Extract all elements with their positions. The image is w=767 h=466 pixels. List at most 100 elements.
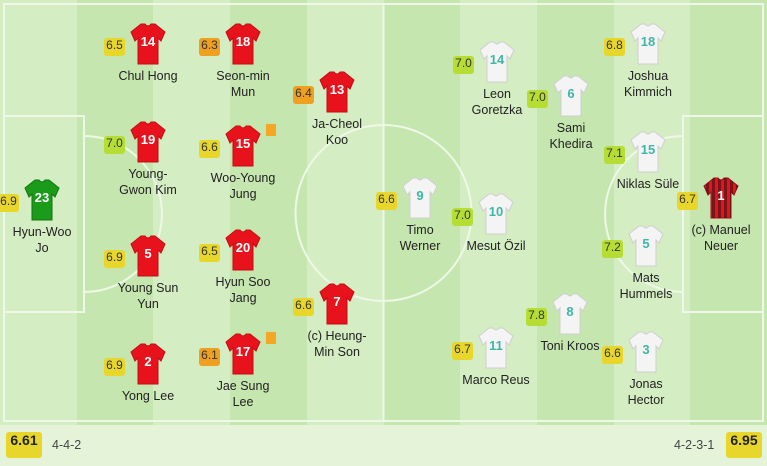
away-formation: 4-2-3-1	[674, 438, 715, 452]
jersey-number: 5	[642, 236, 650, 251]
player-name: Seon-min Mun	[216, 69, 270, 99]
pitch-line	[3, 115, 85, 313]
yellow-card-icon	[266, 124, 276, 136]
player-rating-badge: 7.8	[526, 308, 547, 326]
player-rating-badge: 7.2	[602, 240, 623, 258]
player-rating-badge: 6.5	[104, 38, 125, 56]
jersey-number: 14	[140, 34, 156, 49]
player-rating-badge: 6.6	[602, 346, 623, 364]
home-formation: 4-4-2	[52, 438, 82, 452]
player-name: Chul Hong	[118, 69, 178, 83]
player-name: Hyun-Woo Jo	[12, 225, 72, 255]
player-rating-badge: 6.1	[199, 348, 220, 366]
player-name: Sami Khedira	[549, 121, 593, 151]
jersey-number: 15	[640, 142, 656, 157]
jersey-number: 23	[34, 190, 50, 205]
pitch-line	[682, 115, 764, 313]
jersey-number: 20	[235, 240, 251, 255]
jersey-number: 3	[642, 342, 650, 357]
player-rating-badge: 7.0	[527, 90, 548, 108]
player-name: Woo-Young Jung	[210, 171, 276, 201]
player-rating-badge: 6.6	[293, 298, 314, 316]
player-rating-badge: 7.0	[453, 56, 474, 74]
jersey-number: 10	[488, 204, 504, 219]
player-rating-badge: 6.8	[604, 38, 625, 56]
player-rating-badge: 6.5	[199, 244, 220, 262]
player-rating-badge: 6.9	[0, 194, 19, 212]
player-name: Timo Werner	[399, 223, 441, 253]
pitch-stripe	[536, 0, 615, 425]
player-name: Jae Sung Lee	[216, 379, 270, 409]
player-rating-badge: 7.0	[104, 136, 125, 154]
jersey-number: 19	[140, 132, 156, 147]
jersey-number: 6	[567, 86, 575, 101]
player-name: Jonas Hector	[627, 377, 665, 407]
player-name: Marco Reus	[462, 373, 530, 387]
player-rating-badge: 6.9	[104, 358, 125, 376]
jersey-number: 17	[235, 344, 251, 359]
player-name: Leon Goretzka	[471, 87, 523, 117]
away-team-rating: 6.95	[726, 432, 762, 458]
player-name: Yong Lee	[121, 389, 175, 403]
jersey-number: 7	[333, 294, 341, 309]
jersey-number: 1	[717, 188, 725, 203]
jersey-number: 11	[489, 338, 503, 353]
player-name: Young- Gwon Kim	[119, 167, 177, 197]
player-name: Mats Hummels	[619, 271, 673, 301]
player-rating-badge: 6.4	[293, 86, 314, 104]
player-rating-badge: 6.6	[376, 192, 397, 210]
player-rating-badge: 7.1	[604, 146, 625, 164]
pitch-markings	[3, 3, 764, 422]
player-name: Hyun Soo Jang	[215, 275, 271, 305]
player-name: Mesut Özil	[466, 239, 526, 253]
jersey-number: 14	[489, 52, 505, 67]
player-name: (c) Heung- Min Son	[307, 329, 367, 359]
player-rating-badge: 6.9	[104, 250, 125, 268]
player-name: Joshua Kimmich	[624, 69, 672, 99]
player-name: Toni Kroos	[540, 339, 600, 353]
home-team-rating: 6.61	[6, 432, 42, 458]
